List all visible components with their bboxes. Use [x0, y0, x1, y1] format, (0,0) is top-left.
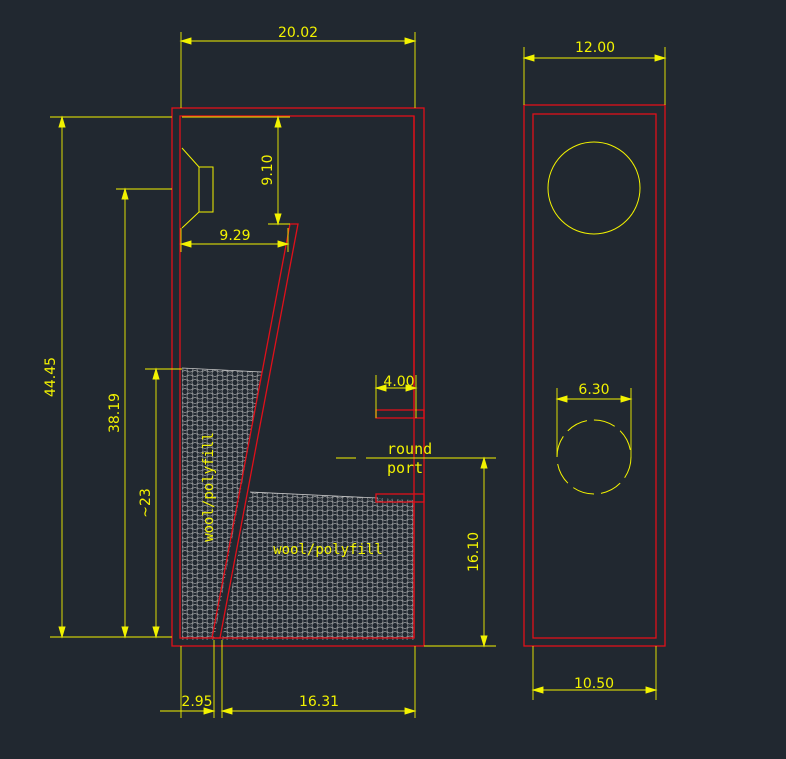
dim-side-height: 44.45	[43, 357, 59, 397]
side-view: 20.02 44.45 38.19 ~23 9.10 9.29 4.00 16.…	[43, 25, 496, 718]
front-dimension-lines	[522, 54, 667, 694]
dim-port-height: 16.10	[466, 532, 482, 572]
fill-label-horizontal: wool/polyfill	[273, 542, 383, 558]
side-cabinet-outline	[171, 107, 425, 647]
side-extension-lines	[50, 32, 496, 718]
dim-partition-gap: 9.29	[219, 228, 250, 244]
fill-label-vertical: wool/polyfill	[201, 432, 217, 542]
side-dimension-lines	[58, 37, 488, 715]
port-icon	[556, 419, 632, 495]
woofer-icon	[547, 141, 641, 235]
dim-tweeter-offset: 9.10	[260, 154, 276, 185]
dim-port-width: 4.00	[383, 374, 414, 390]
tweeter-icon	[181, 147, 214, 229]
dim-woofer-height: 38.19	[107, 393, 123, 433]
stuffing-pattern-icon	[181, 367, 414, 640]
dim-port-diameter: 6.30	[578, 382, 609, 398]
port-label-round: round	[387, 440, 432, 458]
dim-bottom-right: 16.31	[299, 694, 339, 710]
front-view: 12.00 6.30 10.50	[522, 40, 667, 700]
front-extension-lines	[523, 47, 666, 700]
front-cabinet-outline	[523, 104, 666, 647]
dim-fill-height: ~23	[138, 488, 154, 518]
dim-side-width: 20.02	[278, 25, 318, 41]
dim-baffle-width: 10.50	[574, 676, 614, 692]
port-label-port: port	[387, 459, 423, 477]
dim-front-width: 12.00	[575, 40, 615, 56]
dim-bottom-left: 2.95	[181, 694, 212, 710]
